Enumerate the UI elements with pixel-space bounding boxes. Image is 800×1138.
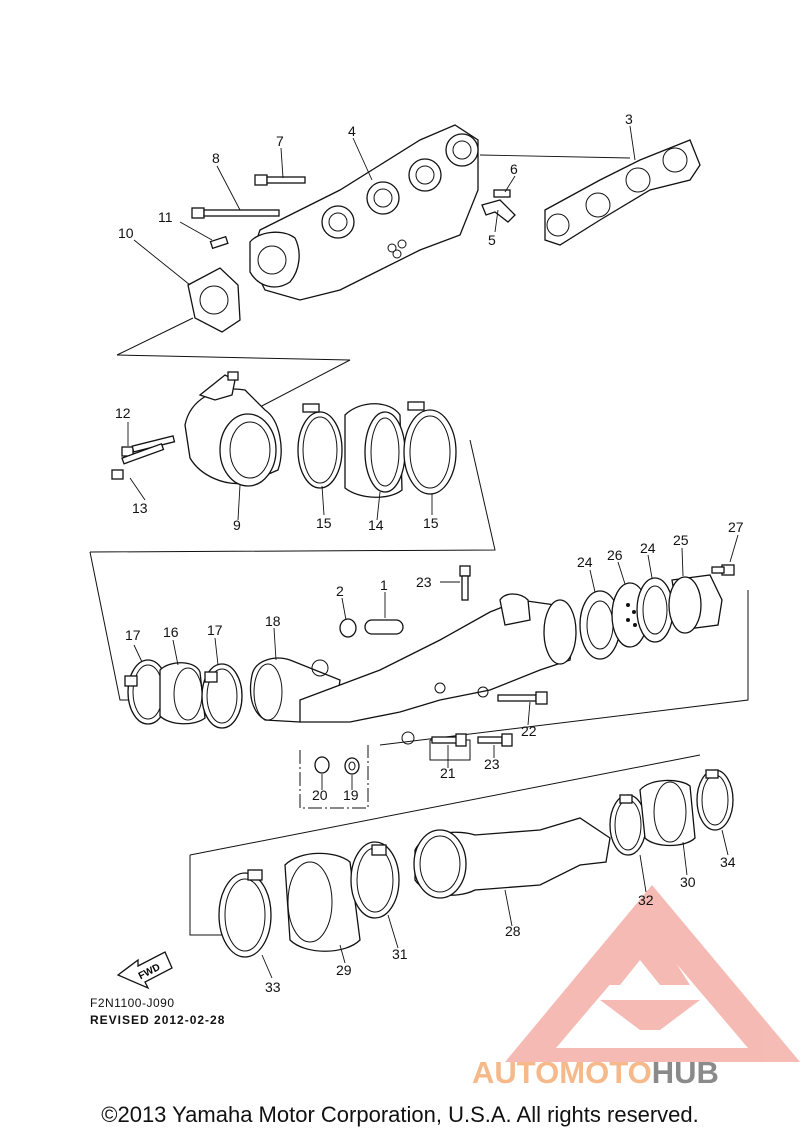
callout-6: 6 — [510, 161, 518, 177]
callout-14: 14 — [368, 517, 384, 533]
assembly-guide-lines — [89, 317, 749, 936]
part-14-hose-joint — [344, 403, 406, 498]
part-21-bolt — [431, 733, 467, 747]
brand-part2: HUB — [651, 1055, 719, 1090]
part-29-hose-joint — [284, 852, 361, 952]
part-23-bolt-2 — [459, 565, 471, 601]
callout-4: 4 — [348, 123, 356, 139]
callout-7: 7 — [276, 133, 284, 149]
part-11-dowel-pin — [209, 235, 229, 250]
callout-31: 31 — [392, 946, 408, 962]
callout-24b: 24 — [640, 540, 656, 556]
part-23-bolt — [477, 733, 513, 747]
callout-15a: 15 — [316, 515, 332, 531]
callout-18: 18 — [265, 613, 281, 629]
part-24-gasket-2 — [636, 577, 674, 643]
callout-34: 34 — [720, 854, 736, 870]
callout-21: 21 — [440, 765, 456, 781]
part-13-bolt — [111, 442, 165, 480]
copyright-notice: ©2013 Yamaha Motor Corporation, U.S.A. A… — [101, 1102, 699, 1127]
callout-13: 13 — [132, 500, 148, 516]
leader-lines — [127, 125, 739, 979]
part-32-clamp — [609, 794, 647, 856]
part-22-bolt — [497, 691, 548, 705]
part-15-clamp-2 — [403, 401, 457, 495]
part-17-clamp-2 — [201, 663, 243, 729]
callout-23a: 23 — [416, 574, 432, 590]
callout-16: 16 — [163, 624, 179, 640]
watermark-brand: AUTOMOTOHUB — [472, 1055, 719, 1091]
callout-23b: 23 — [484, 756, 500, 772]
part-33-clamp — [218, 869, 272, 958]
callout-32: 32 — [638, 892, 654, 908]
part-1-hose — [364, 619, 404, 635]
revision-date: REVISED 2012-02-28 — [90, 1013, 226, 1027]
fwd-arrow-icon: FWD — [116, 951, 173, 990]
part-17-clamp — [124, 659, 169, 725]
callout-26: 26 — [607, 547, 623, 563]
main-exhaust-chamber — [299, 593, 577, 745]
part-19-grommet — [344, 757, 360, 775]
callout-2: 2 — [336, 583, 344, 599]
part-3-gasket — [479, 139, 701, 246]
callout-28: 28 — [505, 923, 521, 939]
part-34-clamp — [696, 769, 734, 831]
callout-27: 27 — [728, 519, 744, 535]
part-28-exhaust-pipe — [413, 817, 611, 899]
callout-12: 12 — [115, 405, 131, 421]
callout-24a: 24 — [577, 554, 593, 570]
callout-29: 29 — [336, 962, 352, 978]
part-10-gasket — [187, 267, 241, 333]
part-9-exhaust-elbow — [184, 371, 282, 487]
callout-33: 33 — [265, 979, 281, 995]
diagram-info: F2N1100-J090 REVISED 2012-02-28 — [90, 996, 225, 1027]
part-7-bolt — [254, 174, 306, 186]
part-31-clamp — [350, 841, 400, 919]
callout-15b: 15 — [423, 515, 439, 531]
part-5-fitting — [481, 199, 516, 223]
diagram-code: F2N1100-J090 — [90, 996, 175, 1010]
callout-labels: 1 2 3 4 5 6 7 8 9 10 11 12 13 14 15 15 1… — [115, 111, 744, 995]
callout-8: 8 — [212, 150, 220, 166]
part-8-bolt — [191, 207, 280, 219]
part-6-pin — [493, 189, 511, 198]
part-4-manifold — [249, 124, 479, 301]
callout-11: 11 — [158, 209, 173, 225]
callout-10: 10 — [118, 225, 134, 241]
part-27-bolt — [711, 564, 735, 576]
part-25-pipe — [668, 574, 723, 634]
part-15-clamp — [297, 403, 343, 489]
callout-25: 25 — [673, 532, 689, 548]
callout-19: 19 — [343, 787, 359, 803]
callout-3: 3 — [625, 111, 633, 127]
brand-part1: AUTOMOTO — [472, 1055, 652, 1090]
callout-5: 5 — [488, 232, 496, 248]
part-20-cap — [314, 756, 330, 774]
callout-30: 30 — [680, 874, 696, 890]
part-2-cap — [339, 618, 357, 638]
callout-20: 20 — [312, 787, 328, 803]
part-16-hose-joint — [159, 662, 206, 725]
callout-22: 22 — [521, 723, 537, 739]
automotohub-logo-icon — [505, 885, 800, 1062]
callout-1: 1 — [380, 577, 388, 593]
callout-17b: 17 — [207, 622, 223, 638]
callout-17a: 17 — [125, 627, 141, 643]
part-30-hose-joint — [639, 779, 696, 847]
callout-9: 9 — [233, 517, 241, 533]
